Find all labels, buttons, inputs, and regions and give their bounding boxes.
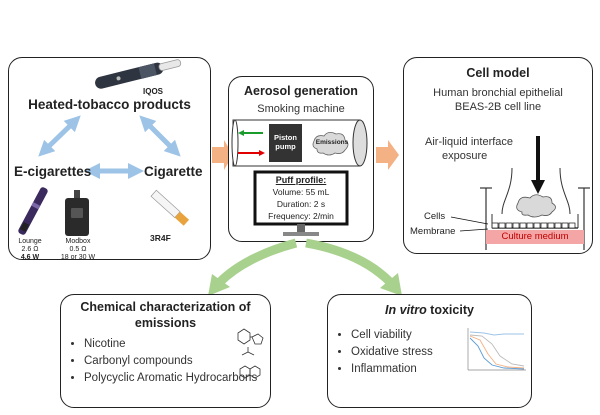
puff-volume: Volume: 55 mL <box>272 187 330 197</box>
iqos-label: IQOS <box>143 87 164 96</box>
toxicity-title-rest: toxicity <box>426 303 474 317</box>
toxicity-title-italic: In vitro <box>385 303 427 317</box>
cell-model-title: Cell model <box>466 66 530 80</box>
lounge-resistance: 2.6 Ω <box>21 246 39 253</box>
arrow-heated-cigarette <box>139 115 181 157</box>
aerosol-generation-title: Aerosol generation <box>244 84 358 98</box>
molecule-structures-icon <box>237 328 264 379</box>
chemical-title-line1: Chemical characterization of <box>80 300 251 314</box>
exposure-label-1: Air-liquid interface <box>425 136 514 148</box>
list-item: Carbonyl compounds <box>84 353 257 370</box>
membrane-label: Membrane <box>410 226 456 237</box>
cell-model-panel <box>403 57 593 254</box>
arrow-to-toxicity <box>305 238 394 286</box>
list-item: Oxidative stress <box>351 344 433 361</box>
smoking-machine-label: Smoking machine <box>257 103 345 115</box>
smoking-machine-diagram <box>231 119 368 167</box>
piston-pump-label: Piston pump <box>274 133 297 151</box>
heated-tobacco-title: Heated-tobacco products <box>28 97 191 112</box>
list-item: Polycyclic Aromatic Hydrocarbons <box>84 370 257 387</box>
modbox-resistance: 0.5 Ω <box>69 246 87 253</box>
chemical-characterization-panel <box>60 294 271 408</box>
arrow-to-chemical <box>216 238 298 286</box>
modbox-power: 18 or 30 W <box>60 254 96 261</box>
iqos-device-icon <box>95 59 182 89</box>
cell-line-description-2: BEAS-2B cell line <box>454 101 542 113</box>
air-liquid-interface-diagram <box>480 136 590 250</box>
monitor-icon <box>253 170 349 236</box>
chemical-list: Nicotine Carbonyl compounds Polycyclic A… <box>70 336 257 387</box>
cells-label: Cells <box>424 211 446 222</box>
puff-profile-title: Puff profile: <box>275 175 327 185</box>
cigarette-title: Cigarette <box>144 164 203 179</box>
exposure-label-2: exposure <box>442 150 488 162</box>
list-item: Inflammation <box>351 361 433 378</box>
culture-medium-label: Culture medium <box>501 231 569 242</box>
toxicity-list: Cell viability Oxidative stress Inflamma… <box>337 327 433 378</box>
cigarette-icon <box>150 189 190 226</box>
list-item: Cell viability <box>351 327 433 344</box>
dose-response-chart-icon <box>467 328 526 371</box>
lounge-power: 4.6 W <box>20 254 40 261</box>
reference-cigarette-label: 3R4F <box>150 233 171 243</box>
lounge-ecig-icon <box>18 187 48 235</box>
in-vitro-toxicity-panel <box>327 294 532 408</box>
emissions-label: Emissions <box>315 139 349 146</box>
lounge-name: Lounge <box>18 238 42 245</box>
arrow-left-to-middle <box>212 140 233 170</box>
toxicity-title: In vitro toxicity <box>327 303 532 317</box>
list-item: Nicotine <box>84 336 257 353</box>
arrow-heated-ecig <box>38 115 81 157</box>
tobacco-products-panel <box>8 57 211 260</box>
modbox-ecig-icon <box>65 190 89 236</box>
puff-frequency: Frequency: 2/min <box>268 211 334 221</box>
puff-duration: Duration: 2 s <box>276 199 326 209</box>
arrow-middle-to-right <box>376 140 399 170</box>
ecig-title: E-cigarettes <box>14 164 92 179</box>
chemical-title-line2: emissions <box>134 316 197 330</box>
cell-line-description-1: Human bronchial epithelial <box>433 87 563 99</box>
modbox-name: Modbox <box>65 238 91 245</box>
